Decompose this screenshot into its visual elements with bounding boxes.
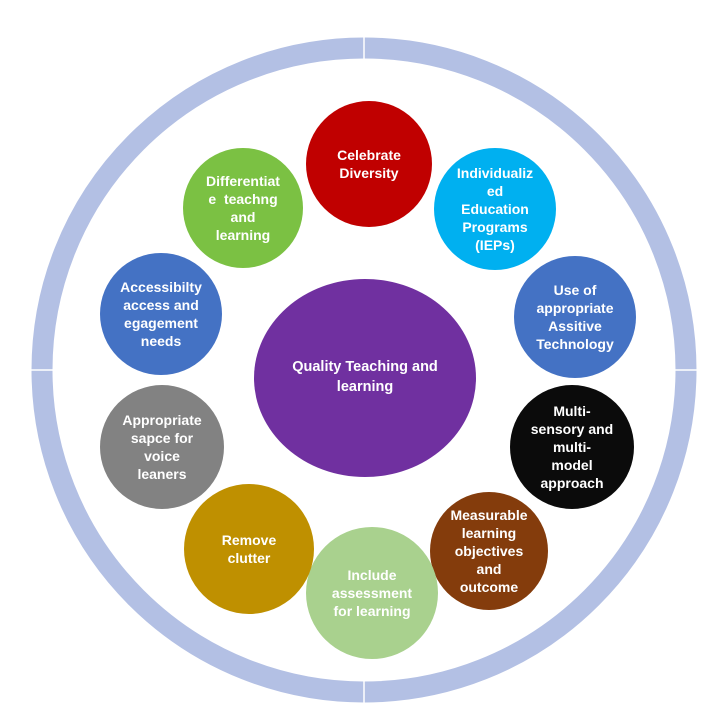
node-label: Measurable learning objectives and outco… (450, 506, 528, 596)
node-label: Include assessment for learning (331, 566, 413, 620)
node-include-assessment: Include assessment for learning (306, 527, 438, 659)
node-label: Use of appropriate Assitive Technology (536, 281, 614, 353)
node-assistive-technology: Use of appropriate Assitive Technology (514, 256, 636, 378)
node-label: Remove clutter (221, 531, 277, 566)
node-appropriate-space: Appropriate sapce for voice leaners (100, 385, 224, 509)
node-label: Multi- sensory and multi- model approach (530, 402, 614, 492)
center-label: Quality Teaching and learning (292, 359, 438, 395)
node-label: Appropriate sapce for voice leaners (122, 411, 202, 483)
node-label: Differentiat e teachng and learning (206, 172, 280, 244)
node-accessibility-engagement-needs: Accessibilty access and egagement needs (100, 253, 222, 375)
node-celebrate-diversity: Celebrate Diversity (306, 101, 432, 227)
node-label: Individualiz ed Education Programs (IEPs… (456, 164, 534, 254)
center-ellipse: Quality Teaching and learning (254, 279, 476, 477)
node-differentiate-teaching-learning: Differentiat e teachng and learning (183, 148, 303, 268)
ring-segment-seams (31, 37, 697, 703)
node-label: Accessibilty access and egagement needs (120, 278, 202, 350)
node-measurable-learning-objectives: Measurable learning objectives and outco… (430, 492, 548, 610)
node-remove-clutter: Remove clutter (184, 484, 314, 614)
node-individualized-education-programs: Individualiz ed Education Programs (IEPs… (434, 148, 556, 270)
node-label: Celebrate Diversity (337, 146, 401, 181)
node-multi-sensory-multi-model: Multi- sensory and multi- model approach (510, 385, 634, 509)
